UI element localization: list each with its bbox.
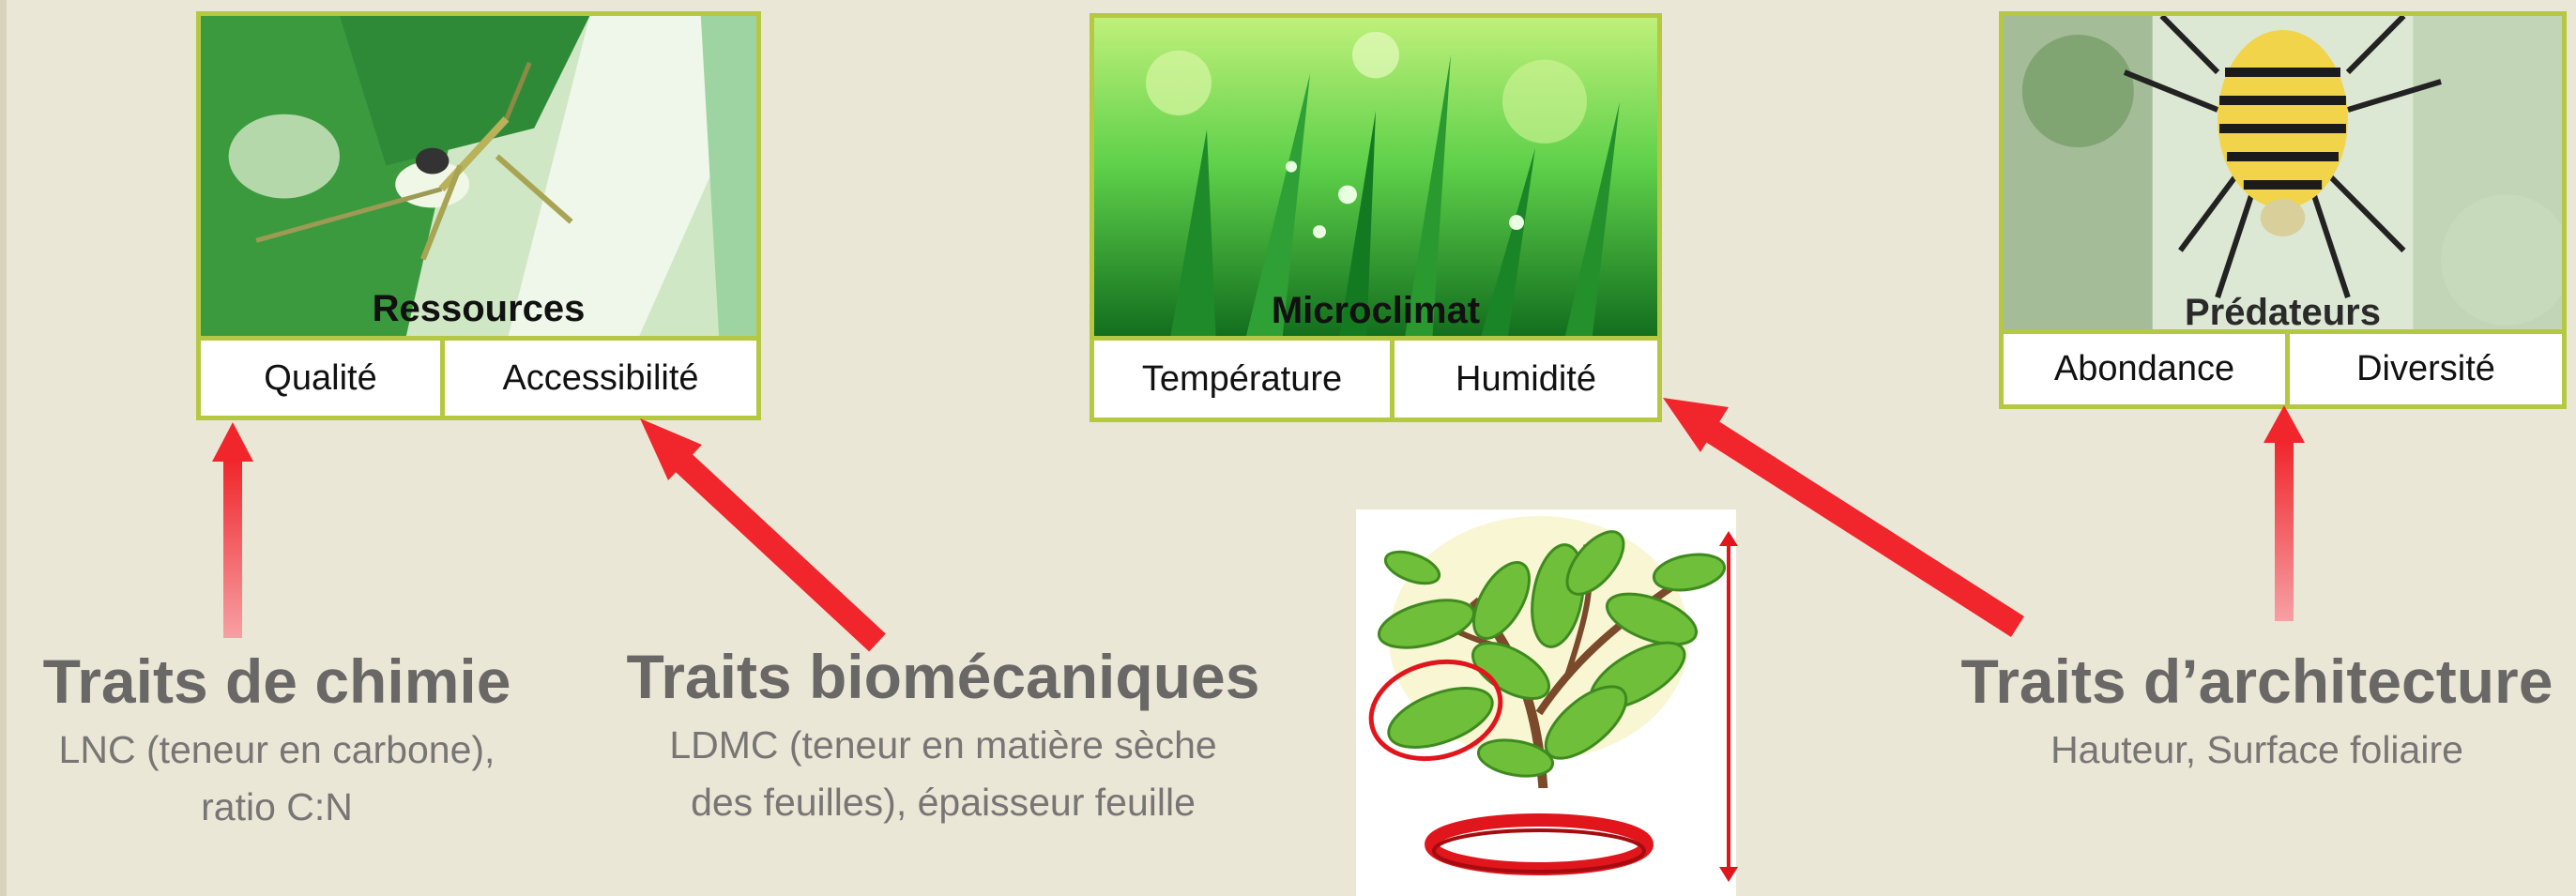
trait-architecture: Traits d’architecture Hauteur, Surface f… bbox=[1938, 647, 2576, 779]
trait-chemistry-heading: Traits de chimie bbox=[14, 647, 540, 716]
trait-biomechanics: Traits biomécaniques LDMC (teneur en mat… bbox=[601, 643, 1286, 832]
plant-illustration-icon bbox=[1356, 509, 1738, 896]
arrow-chemistry-to-quality bbox=[212, 422, 253, 638]
trait-biomechanics-description: LDMC (teneur en matière sèche des feuill… bbox=[601, 717, 1286, 832]
trait-architecture-description: Hauteur, Surface foliaire bbox=[1938, 721, 2576, 780]
trait-chemistry-description: LNC (teneur en carbone), ratio C:N bbox=[14, 721, 540, 837]
trait-biomechanics-heading: Traits biomécaniques bbox=[601, 643, 1286, 711]
trait-biomechanics-desc-line2: des feuilles), épaisseur feuille bbox=[691, 781, 1196, 824]
arrow-architecture-to-predators bbox=[2264, 405, 2305, 621]
trait-chemistry-desc-line2: ratio C:N bbox=[201, 785, 353, 828]
trait-architecture-heading: Traits d’architecture bbox=[1938, 647, 2576, 716]
trait-biomechanics-desc-line1: LDMC (teneur en matière sèche bbox=[669, 723, 1216, 767]
trait-chemistry: Traits de chimie LNC (teneur en carbone)… bbox=[14, 647, 540, 837]
arrow-biomechanics-to-accessibility bbox=[640, 418, 877, 643]
trait-chemistry-desc-line1: LNC (teneur en carbone), bbox=[59, 728, 495, 771]
